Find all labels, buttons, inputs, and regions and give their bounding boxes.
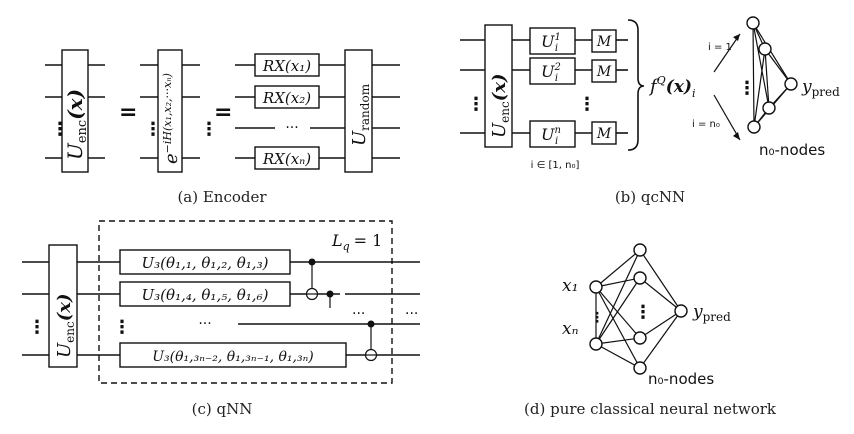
qcnn-brace [627, 19, 645, 151]
classical-network [589, 243, 688, 375]
qnn-hdots: ··· [198, 316, 211, 332]
hidden-node-3 [633, 331, 647, 345]
qcnn-node-out [784, 77, 798, 91]
u3-label-n: U₃(θ₁,₃ₙ₋₂, θ₁,₃ₙ₋₁, θ₁,₃ₙ) [152, 349, 313, 365]
arrow-head-in0 [733, 132, 740, 140]
panel-encoder: Uenc(x) ⋮ = e−iH(x₁,x₂,···xₙ) ⋮ ⋮ = [45, 49, 400, 206]
output-node [674, 304, 688, 318]
qcnn-vdots-left: ⋮ [467, 94, 485, 115]
u3-label-2: U₃(θ₁,₄, θ₁,₅, θ₁,₆) [142, 286, 269, 304]
panel-qnn: Uenc(x) ⋮ Lq= 1 U₃(θ₁,₁, θ₁,₂, θ₁,₃) U₃(… [22, 220, 420, 418]
input-node-n [589, 337, 603, 351]
qcnn-ui-1 [529, 27, 576, 55]
cnot-1 [305, 258, 319, 301]
rx-gate-1 [254, 53, 320, 77]
rx-label-1: RX(x₁) [262, 57, 311, 75]
qcnn-vdots-mid: ⋮ [578, 94, 596, 115]
u3-gate-n [119, 342, 347, 368]
qcnn-node-3 [762, 101, 776, 115]
enc-vdots-1: ⋮ [51, 119, 69, 140]
qcnn-node-4 [747, 120, 761, 134]
arrow-i1 [713, 33, 741, 73]
qnn-vdots-mid: ⋮ [113, 317, 131, 338]
qcnn-node-2 [758, 42, 772, 56]
rx-gate-2 [254, 85, 320, 109]
qnn-vdots-left: ⋮ [28, 317, 46, 338]
u-enc-label: Uenc(x) [63, 89, 90, 160]
caption-c: (c) qNN [192, 400, 253, 418]
hidden-node-1 [633, 243, 647, 257]
measure-2-label: M [596, 64, 612, 80]
u3-gate-1 [119, 249, 291, 275]
u3-gate-2 [119, 281, 291, 307]
qcnn-u-enc-label: Uenc(x) [489, 74, 512, 139]
qnn-out-hdots: ··· [405, 306, 418, 322]
rx-label-2: RX(x₂) [262, 89, 311, 107]
qcnn-ui-2 [529, 57, 576, 85]
classical-ypred: ypred [692, 302, 731, 324]
qcnn-node-1 [746, 16, 760, 30]
qcnn-wires [460, 39, 628, 134]
classical-nodes-label: n₀-nodes [648, 370, 714, 388]
enc-vdots-3: ⋮ [200, 119, 218, 140]
u-random-box [344, 49, 373, 173]
layer-dashed-box [98, 220, 393, 384]
x1-label: x₁ [562, 276, 578, 296]
equals-1: = [119, 100, 137, 125]
hidden-node-4 [633, 361, 647, 375]
equals-2: = [214, 100, 232, 125]
qcnn-range: i ∈ [1, n₀] [531, 160, 580, 171]
hidden-node-2 [633, 271, 647, 285]
u-enc-box [61, 49, 89, 173]
caption-a: (a) Encoder [177, 188, 267, 206]
caption-b: (b) qcNN [615, 188, 685, 206]
input-node-1 [589, 280, 603, 294]
qcnn-u-enc-box [484, 24, 513, 148]
exp-box [157, 49, 183, 173]
u-random-label: Urandom [349, 83, 372, 146]
u3-label-1: U₃(θ₁,₁, θ₁,₂, θ₁,₃) [142, 254, 269, 272]
arrow-in0 [713, 94, 741, 141]
enc-vdots-2: ⋮ [144, 119, 162, 140]
enc-hdots: ··· [285, 120, 298, 136]
measure-2 [591, 59, 617, 83]
qcnn-nodes-label: n₀-nodes [759, 141, 825, 159]
rx-label-n: RX(xₙ) [262, 150, 311, 168]
qcnn-network [746, 16, 798, 134]
cnot-2 [326, 290, 334, 308]
fq-label: fQ(x)i [648, 74, 695, 100]
qcnn-net-vdots: ⋮ [738, 78, 756, 99]
rx-gate-n [254, 146, 320, 170]
label-in0: i = n₀ [692, 119, 720, 130]
measure-1-label: M [596, 34, 612, 50]
arrow-head-i1 [733, 34, 740, 41]
measure-1 [591, 29, 617, 53]
lq-label: Lq= 1 [331, 231, 382, 253]
qcnn-ypred: ypred [801, 77, 840, 99]
qcnn-ui-n [529, 120, 576, 148]
measure-n-label: M [596, 126, 612, 142]
cnot-n [364, 320, 378, 362]
panel-classical: ⋮ ⋮ x₁ xₙ ypred n₀-nodes (d) pure classi… [524, 243, 777, 418]
exp-label: e−iH(x₁,x₂,···xₙ) [161, 73, 182, 164]
hidden-vdots: ⋮ [634, 302, 652, 323]
qnn-cnot-hdots: ··· [352, 306, 365, 322]
xn-label: xₙ [562, 319, 579, 339]
enc-wires-right [235, 64, 400, 159]
label-i1: i = 1 [708, 42, 732, 53]
input-vdots: ⋮ [590, 310, 604, 326]
qnn-u-enc-label: Uenc(x) [54, 294, 77, 359]
measure-n [591, 121, 617, 145]
caption-d: (d) pure classical neural network [524, 400, 777, 418]
qnn-u-enc-box [48, 244, 78, 368]
